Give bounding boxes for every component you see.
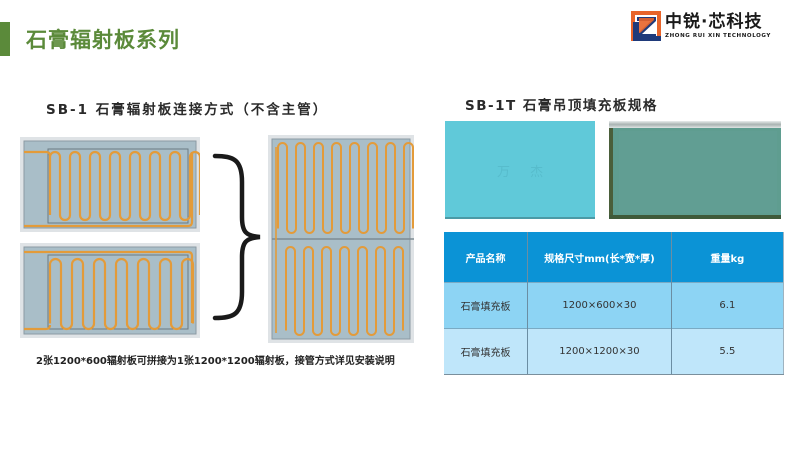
logo-z-icon: [630, 10, 662, 42]
board-watermark: 万 杰: [497, 165, 552, 180]
cell-weight: 6.1: [671, 282, 785, 329]
spec-table: 产品名称 规格尺寸mm(长*宽*厚) 重量kg 石膏填充板 1200×600×3…: [444, 232, 785, 375]
logo-name-en: ZHONG RUI XIN TECHNOLOGY: [665, 33, 771, 39]
table-header-row: 产品名称 规格尺寸mm(长*宽*厚) 重量kg: [444, 232, 785, 283]
title-accent-bar: [0, 22, 10, 56]
radiant-panel-600-bottom: [20, 243, 200, 338]
section-title-connection: SB-1 石膏辐射板连接方式（不含主管）: [46, 102, 329, 118]
header-weight: 重量kg: [671, 232, 785, 283]
section-title-filler-spec: SB-1T 石膏吊顶填充板规格: [465, 98, 658, 114]
green-gypsum-board-photo: [609, 121, 781, 219]
header-product-name: 产品名称: [444, 232, 529, 283]
cell-product-name: 石膏填充板: [444, 282, 529, 329]
company-logo: 中锐·芯科技 ZHONG RUI XIN TECHNOLOGY: [630, 9, 771, 43]
cell-weight: 5.5: [671, 328, 785, 375]
table-row: 石膏填充板 1200×1200×30 5.5: [444, 328, 785, 375]
cell-dimensions: 1200×600×30: [527, 282, 672, 329]
blue-gypsum-board-image: 万 杰: [445, 121, 595, 219]
radiant-panel-1200-combined: [268, 135, 414, 343]
cell-product-name: 石膏填充板: [444, 328, 529, 375]
logo-name-cn: 中锐·芯科技: [665, 12, 763, 32]
page-title: 石膏辐射板系列: [26, 28, 180, 52]
curly-brace-icon: [212, 152, 262, 322]
cell-dimensions: 1200×1200×30: [527, 328, 672, 375]
radiant-panel-600-top: [20, 137, 200, 232]
header-dimensions: 规格尺寸mm(长*宽*厚): [527, 232, 672, 283]
connection-caption: 2张1200*600辐射板可拼接为1张1200*1200辐射板，接管方式详见安装…: [36, 356, 395, 367]
table-row: 石膏填充板 1200×600×30 6.1: [444, 282, 785, 329]
